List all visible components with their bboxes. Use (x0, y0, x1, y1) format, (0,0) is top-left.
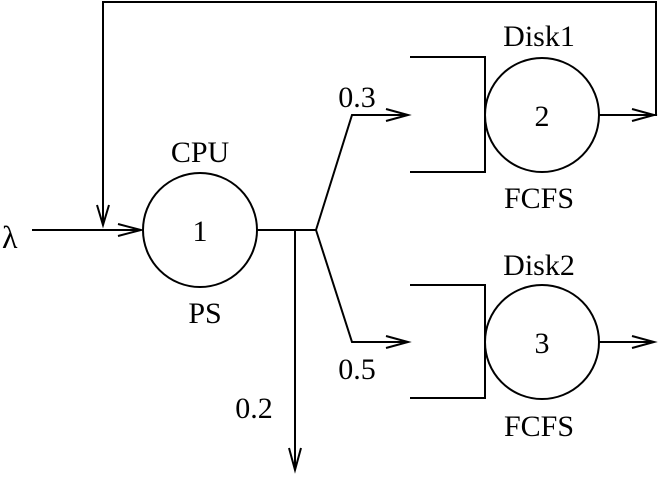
cpu-number-label: 1 (193, 215, 208, 248)
disk2-name-label: Disk2 (503, 249, 575, 282)
disk1-queue-buffer (410, 56, 486, 173)
feedback-arrowhead (96, 204, 110, 229)
disk2-discipline-label: FCFS (504, 410, 574, 443)
exit-arrowhead (288, 447, 302, 474)
arrival-arrowhead (117, 223, 145, 237)
disk2-output-arrowhead (631, 335, 658, 349)
disk1-name-label: Disk1 (503, 20, 575, 53)
cpu-name-label: CPU (171, 136, 230, 169)
cpu-discipline-label: PS (188, 297, 221, 330)
disk2-number-label: 3 (535, 327, 550, 360)
disk1-output-arrowhead (631, 108, 658, 122)
disk1-number-label: 2 (535, 100, 550, 133)
disk1-branch-line (315, 114, 408, 231)
disk1-probability-label: 0.3 (338, 81, 376, 114)
disk1-branch-arrowhead (385, 108, 412, 122)
arrival-rate-label: λ (2, 219, 18, 255)
exit-probability-label: 0.2 (235, 392, 273, 425)
disk2-probability-label: 0.5 (338, 353, 376, 386)
disk2-branch-arrowhead (385, 335, 412, 349)
disk2-branch-line (315, 229, 408, 343)
disk2-queue-buffer (410, 284, 486, 399)
disk1-discipline-label: FCFS (504, 182, 574, 215)
